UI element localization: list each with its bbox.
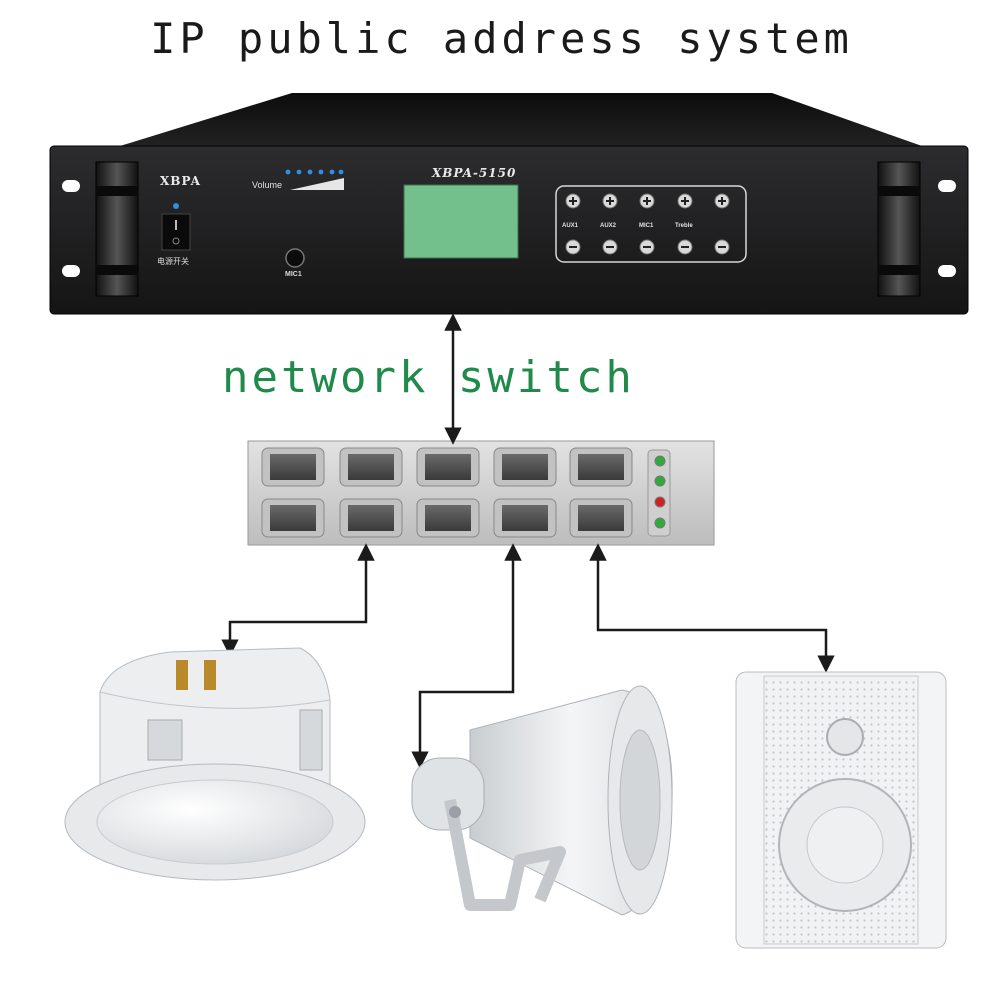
rack-handle-right — [877, 161, 921, 297]
diagram-title: IP public address system — [150, 14, 853, 63]
switch-port[interactable] — [270, 454, 316, 480]
mic-jack[interactable] — [285, 248, 305, 268]
switch-port[interactable] — [270, 505, 316, 531]
amp-brand: XBPA — [160, 174, 201, 188]
network-switch — [247, 440, 715, 546]
amplifier — [49, 93, 969, 315]
wall-speaker-link — [589, 543, 835, 673]
wall-speaker — [735, 671, 947, 949]
mic-label: MIC1 — [285, 271, 302, 278]
switch-port[interactable] — [425, 505, 471, 531]
switch-port[interactable] — [348, 505, 394, 531]
rack-handle-left — [95, 161, 139, 297]
power-label: 电源开关 — [157, 257, 189, 266]
tweeter — [826, 718, 864, 756]
switch-port-row-bottom — [261, 498, 633, 538]
status-led-green — [654, 455, 666, 467]
rack-hole — [938, 180, 956, 192]
terminal — [176, 660, 188, 690]
switch-port[interactable] — [425, 454, 471, 480]
amp-model: XBPA-5150 — [432, 166, 517, 180]
lcd-display — [403, 184, 519, 259]
ceiling-speaker-link — [221, 543, 375, 657]
network-switch-label: network switch — [222, 352, 635, 403]
power-led — [173, 203, 179, 209]
status-led-green — [654, 475, 666, 487]
switch-port[interactable] — [502, 505, 548, 531]
switch-port[interactable] — [578, 454, 624, 480]
status-led-green — [654, 517, 666, 529]
horn-speaker-link — [411, 543, 522, 769]
control-label-aux1: AUX1 — [562, 223, 579, 229]
ceiling-speaker — [64, 647, 366, 881]
rack-hole — [938, 265, 956, 277]
power-switch[interactable] — [161, 213, 191, 251]
control-label-aux2: AUX2 — [600, 223, 617, 229]
rack-hole — [62, 265, 80, 277]
control-label-treble: Treble — [675, 223, 693, 229]
status-led-red — [654, 496, 666, 508]
switch-port-row-top — [261, 447, 633, 487]
control-label-mic1: MIC1 — [639, 223, 654, 229]
rack-hole — [62, 180, 80, 192]
mount-bracket — [444, 798, 566, 911]
terminal — [204, 660, 216, 690]
switch-port[interactable] — [502, 454, 548, 480]
switch-port[interactable] — [578, 505, 624, 531]
horn-speaker — [411, 685, 673, 916]
volume-label: Volume — [252, 180, 283, 190]
switch-port[interactable] — [348, 454, 394, 480]
control-panel — [555, 185, 747, 263]
volume-meter — [285, 169, 344, 190]
